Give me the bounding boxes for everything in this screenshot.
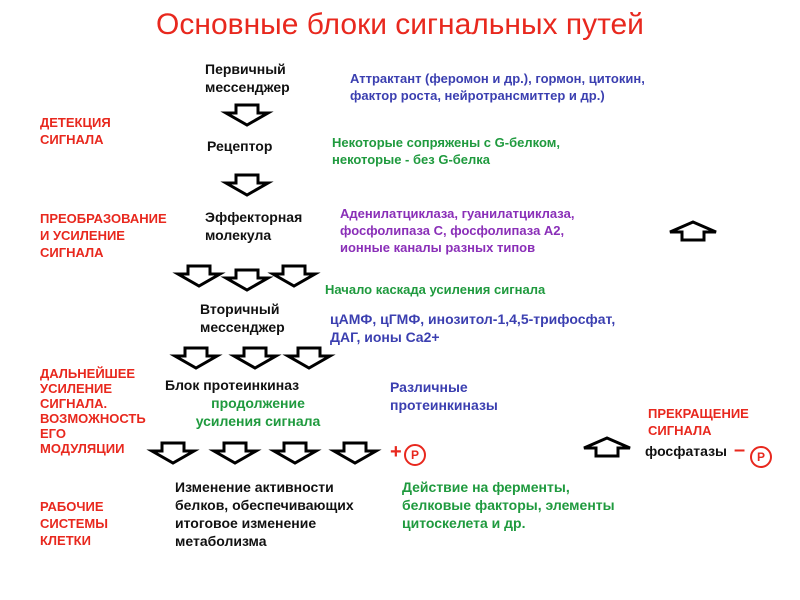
stage-detection: ДЕТЕКЦИЯ СИГНАЛА: [40, 115, 111, 147]
note-kinases: Различные протеинкиназы: [390, 379, 498, 413]
block-effector: Эффекторная молекула: [205, 209, 303, 243]
arrow-down-icon: [208, 441, 262, 465]
arrow-down-icon: [169, 346, 223, 370]
arrow-down-icon: [172, 264, 226, 288]
arrow-down-icon: [220, 103, 274, 127]
arrow-up-icon: [583, 436, 631, 458]
block-receptor: Рецептор: [207, 138, 273, 154]
arrow-down-icon: [282, 346, 336, 370]
arrow-down-icon: [267, 264, 321, 288]
phosphate-circle-remove: P: [750, 446, 772, 468]
note-phosphatase: фосфатазы: [645, 443, 727, 459]
arrow-down-icon: [220, 173, 274, 197]
page-title: Основные блоки сигнальных путей: [156, 8, 644, 41]
note-effector: Аденилатциклаза, гуанилатциклаза, фосфол…: [340, 206, 575, 255]
block-result: Изменение активности белков, обеспечиваю…: [175, 479, 354, 549]
stage-termination: ПРЕКРАЩЕНИЕ СИГНАЛА: [648, 406, 749, 438]
arrow-down-icon: [228, 346, 282, 370]
minus-sign: –: [734, 439, 746, 461]
block-kinase-continuation: продолжение усиления сигнала: [195, 395, 321, 429]
arrow-down-icon: [328, 441, 382, 465]
block-primary-messenger: Первичный мессенджер: [205, 61, 290, 95]
arrow-down-icon: [268, 441, 322, 465]
stage-working: РАБОЧИЕ СИСТЕМЫ КЛЕТКИ: [40, 499, 108, 548]
note-action: Действие на ферменты, белковые факторы, …: [402, 479, 615, 531]
stage-further: ДАЛЬНЕЙШЕЕ УСИЛЕНИЕ СИГНАЛА. ВОЗМОЖНОСТЬ…: [40, 366, 146, 456]
arrow-down-icon: [146, 441, 200, 465]
phosphate-circle-add: P: [404, 444, 426, 466]
plus-sign: +: [390, 441, 402, 463]
note-secondary: цАМФ, цГМФ, инозитол-1,4,5-трифосфат, ДА…: [330, 311, 616, 345]
block-secondary-messenger: Вторичный мессенджер: [200, 301, 285, 335]
note-cascade: Начало каскада усиления сигнала: [325, 282, 546, 297]
arrow-down-icon: [220, 268, 274, 292]
stage-transformation: ПРЕОБРАЗОВАНИЕ И УСИЛЕНИЕ СИГНАЛА: [40, 211, 167, 260]
arrow-up-icon: [669, 220, 717, 242]
note-receptor: Некоторые сопряжены с G-белком, некоторы…: [332, 135, 560, 167]
note-primary: Аттрактант (феромон и др.), гормон, цито…: [350, 71, 645, 103]
block-kinase: Блок протеинкиназ: [165, 377, 300, 393]
